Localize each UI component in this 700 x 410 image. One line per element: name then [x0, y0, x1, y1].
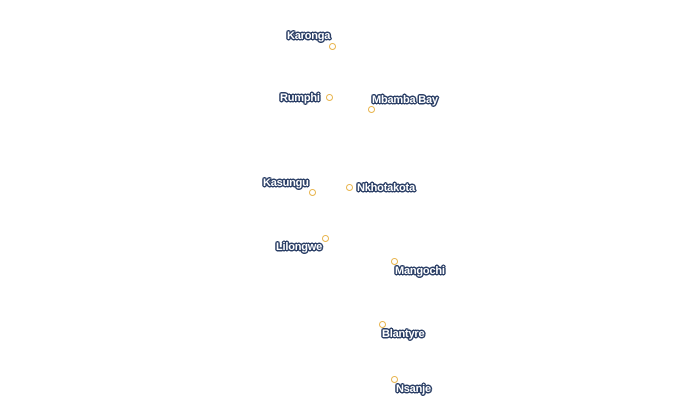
city-label-mbamba-bay: Mbamba Bay	[372, 94, 438, 106]
city-label-lilongwe: Lilongwe	[276, 241, 323, 253]
city-marker-lilongwe[interactable]	[321, 234, 329, 242]
city-marker-rumphi[interactable]	[325, 93, 333, 101]
city-label-mangochi: Mangochi	[395, 265, 445, 277]
city-marker-nkhotakota[interactable]	[345, 183, 353, 191]
city-marker-karonga[interactable]	[328, 42, 336, 50]
city-marker-nsanje[interactable]	[390, 375, 398, 383]
city-marker-blantyre[interactable]	[378, 320, 386, 328]
city-marker-kasungu[interactable]	[308, 188, 316, 196]
city-label-blantyre: Blantyre	[382, 328, 425, 340]
city-label-rumphi: Rumphi	[280, 92, 320, 104]
city-label-nkhotakota: Nkhotakota	[357, 182, 415, 194]
city-marker-mbamba-bay[interactable]	[367, 105, 375, 113]
city-marker-mangochi[interactable]	[390, 257, 398, 265]
city-label-nsanje: Nsanje	[396, 383, 431, 395]
city-label-kasungu: Kasungu	[263, 177, 309, 189]
city-label-karonga: Karonga	[287, 30, 331, 42]
